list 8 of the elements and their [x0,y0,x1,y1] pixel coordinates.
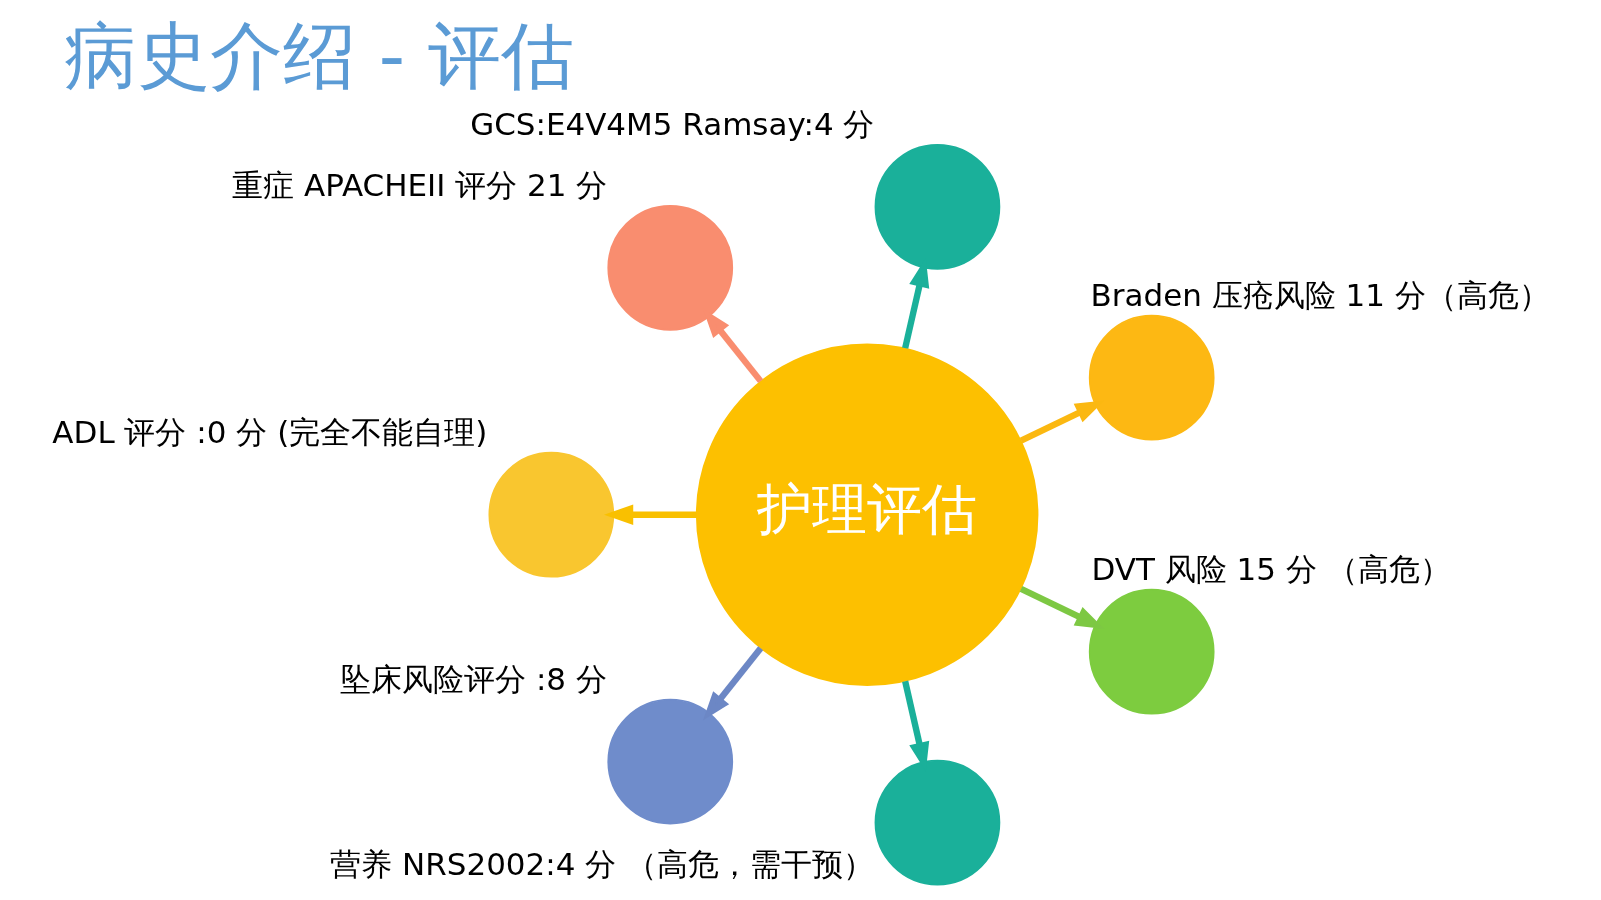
node-label: Braden 压疮风险 11 分（高危） [1090,276,1550,313]
node-label: 营养 NRS2002:4 分 （高危，需干预） [330,845,875,882]
node-label: 坠床风险评分 :8 分 [340,660,607,697]
node-label: ADL 评分 :0 分 (完全不能自理) [52,413,488,450]
node-label: 重症 APACHEII 评分 21 分 [232,166,608,203]
node-label: DVT 风险 15 分 （高危） [1091,550,1451,587]
node-label: GCS:E4V4M5 Ramsay:4 分 [470,106,875,142]
diagram-title: 病史介绍 - 评估 [63,13,575,99]
